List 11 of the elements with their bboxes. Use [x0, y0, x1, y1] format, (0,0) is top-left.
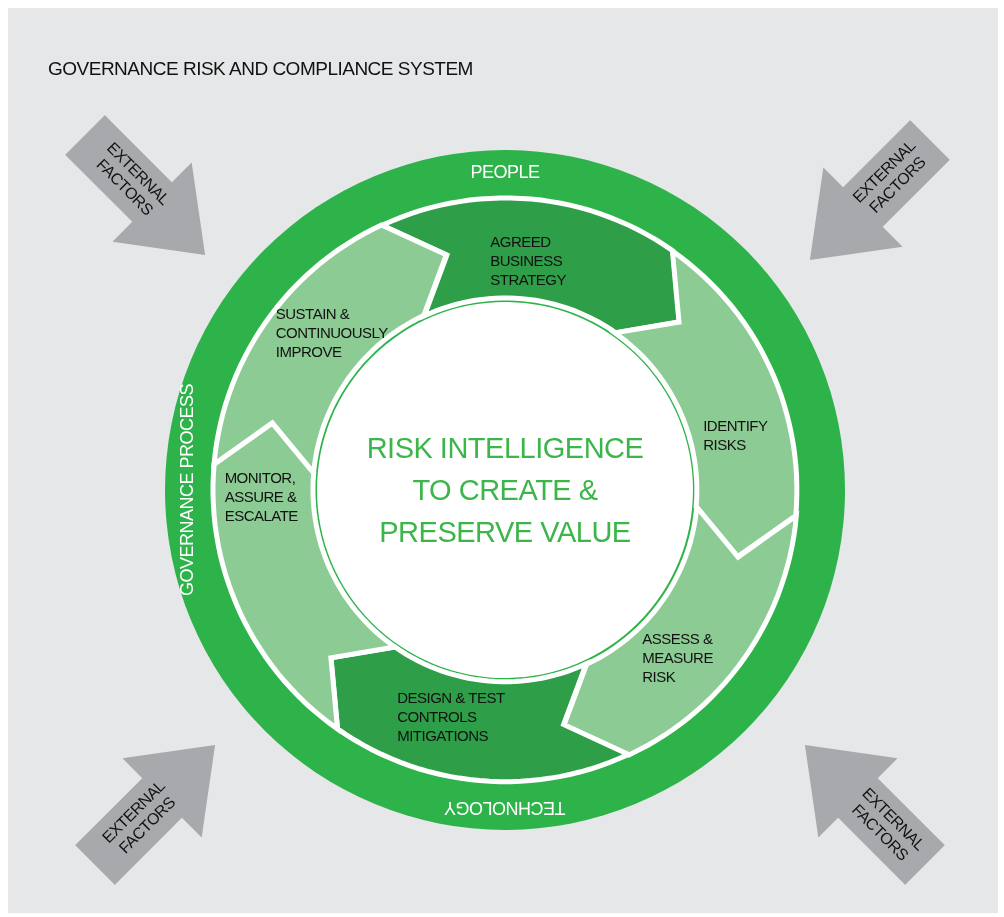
step-label: MONITOR, ASSURE & ESCALATE — [224, 467, 299, 525]
step-label: ASSESS & MEASURE RISK — [642, 628, 714, 686]
ring-label: TECHNOLOGY — [443, 797, 567, 819]
ring-label: PEOPLE — [469, 161, 541, 183]
step-label: DESIGN & TEST CONTROLS MITIGATIONS — [397, 688, 506, 746]
center-text: RISK INTELLIGENCE TO CREATE & PRESERVE VALUE — [365, 431, 645, 550]
step-label: SUSTAIN & CONTINUOUSLY IMPROVE — [275, 304, 389, 362]
ring-label: GOVERNANCE PROCESS — [176, 383, 198, 599]
step-label: AGREED BUSINESS STRATEGY — [490, 231, 567, 289]
step-label: IDENTIFY RISKS — [703, 416, 769, 455]
diagram-title: GOVERNANCE RISK AND COMPLIANCE SYSTEM — [48, 58, 473, 80]
